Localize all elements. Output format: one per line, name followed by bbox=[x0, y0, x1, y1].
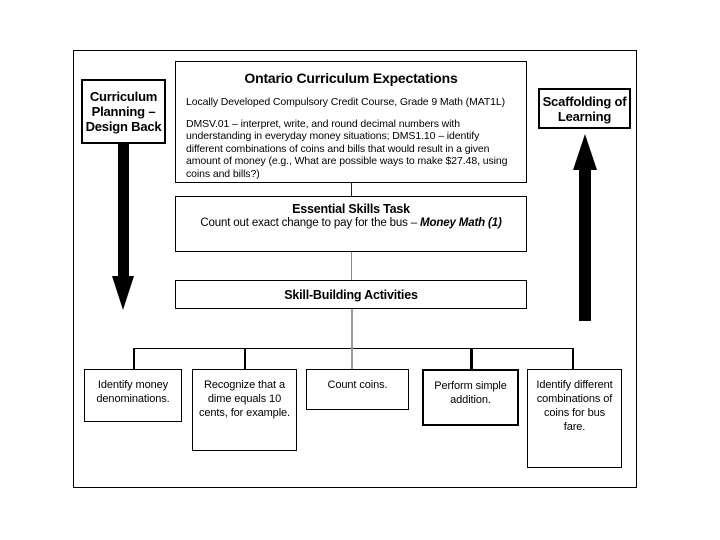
activities-distribution-bar bbox=[133, 348, 573, 349]
node-essential-skills-task: Essential Skills Task Count out exact ch… bbox=[175, 196, 527, 252]
activity-box-3: Perform simple addition. bbox=[422, 369, 519, 426]
activity-drop-0 bbox=[133, 348, 135, 369]
connector-skill-to-activities bbox=[351, 309, 353, 369]
activity-box-2: Count coins. bbox=[306, 369, 409, 410]
activity-drop-4 bbox=[572, 348, 574, 369]
scaffolding-arrow-head bbox=[573, 134, 597, 170]
ontario-title: Ontario Curriculum Expectations bbox=[244, 70, 458, 86]
activity-label-3: Perform simple addition. bbox=[434, 380, 507, 406]
activity-drop-3 bbox=[470, 348, 473, 369]
essential-subtitle-plain: Count out exact change to pay for the bu… bbox=[200, 217, 421, 229]
activity-label-2: Count coins. bbox=[327, 379, 388, 391]
curriculum-planning-label-box: Curriculum Planning – Design Back bbox=[81, 79, 166, 144]
activity-drop-2 bbox=[351, 348, 353, 369]
activity-box-1: Recognize that a dime equals 10 cents, f… bbox=[192, 369, 297, 451]
skill-building-title: Skill-Building Activities bbox=[284, 287, 418, 302]
scaffolding-label-text: Scaffolding of Learning bbox=[542, 93, 627, 124]
scaffolding-label-box: Scaffolding of Learning bbox=[538, 88, 631, 129]
activity-drop-1 bbox=[244, 348, 246, 369]
activity-box-0: Identify money denominations. bbox=[84, 369, 182, 422]
ontario-course-line: Locally Developed Compulsory Credit Cour… bbox=[186, 96, 506, 108]
activity-label-0: Identify money denominations. bbox=[96, 379, 170, 405]
essential-title: Essential Skills Task bbox=[292, 202, 410, 216]
connector-essential-to-skill bbox=[351, 252, 352, 280]
essential-subtitle: Count out exact change to pay for the bu… bbox=[184, 217, 518, 229]
node-skill-building-activities: Skill-Building Activities bbox=[175, 280, 527, 309]
curriculum-planning-label-text: Curriculum Planning – Design Back bbox=[85, 89, 162, 134]
ontario-expectations-line: DMSV.01 – interpret, write, and round de… bbox=[186, 117, 508, 180]
connector-ontario-to-essential bbox=[351, 183, 352, 196]
design-back-arrow-head bbox=[112, 276, 134, 310]
design-back-arrow-shaft bbox=[118, 144, 129, 278]
essential-subtitle-italic: Money Math (1) bbox=[420, 217, 502, 229]
activity-box-4: Identify different combinations of coins… bbox=[527, 369, 622, 468]
activity-label-1: Recognize that a dime equals 10 cents, f… bbox=[198, 379, 291, 419]
node-ontario-curriculum-expectations: Ontario Curriculum Expectations Locally … bbox=[175, 61, 527, 183]
scaffolding-arrow-shaft bbox=[579, 169, 591, 321]
activity-label-4: Identify different combinations of coins… bbox=[536, 379, 613, 433]
